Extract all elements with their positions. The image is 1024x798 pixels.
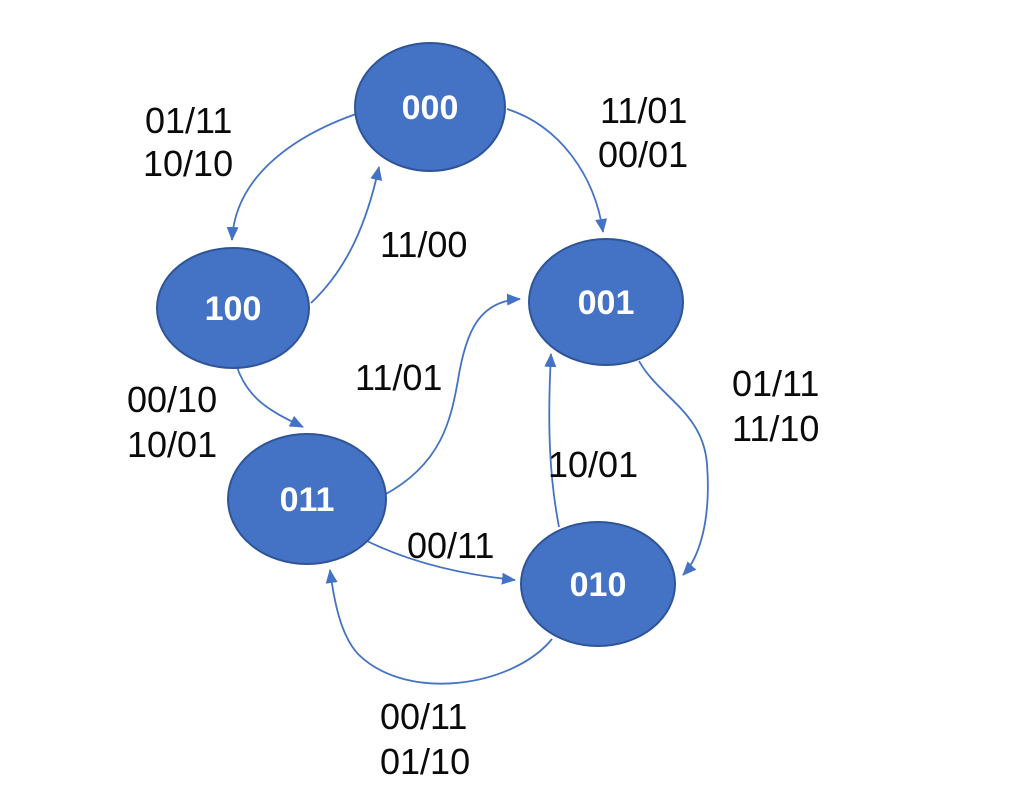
transition-edges: [226, 108, 709, 685]
state-100-ellipse: [156, 247, 310, 369]
state-010-ellipse: [520, 521, 676, 647]
label-011-010: 00/11: [407, 525, 494, 566]
state-000-label: 000: [402, 89, 459, 127]
state-010-label: 010: [570, 566, 627, 604]
transition-labels: 01/11 10/10 11/01 00/01 11/00 00/10 10/0…: [127, 90, 819, 782]
label-010-011-line1: 00/11: [380, 696, 467, 737]
edge-001-to-010: [638, 360, 709, 576]
state-011-label: 011: [280, 481, 335, 519]
edge-010-to-001: [544, 353, 560, 528]
label-100-011-line2: 10/01: [127, 424, 217, 465]
label-001-010-line2: 11/10: [732, 408, 819, 449]
state-nodes: 000 100 001 011 010: [156, 42, 684, 647]
edge-100-to-000: [310, 166, 383, 304]
edge-000-to-001: [506, 108, 608, 233]
label-001-010-line1: 01/11: [732, 363, 819, 404]
state-000: 000: [354, 42, 506, 172]
edge-011-to-010: [366, 540, 516, 585]
edge-100-to-011: [236, 366, 304, 428]
state-000-ellipse: [354, 42, 506, 172]
label-000-001-line1: 11/01: [600, 90, 687, 131]
edge-011-to-001: [383, 293, 521, 496]
state-001-label: 001: [578, 284, 635, 322]
label-100-000: 11/00: [380, 224, 467, 265]
label-000-100-line1: 01/11: [145, 100, 232, 141]
state-001-ellipse: [528, 238, 684, 366]
state-011: 011: [227, 433, 387, 565]
label-100-011-line1: 00/10: [127, 379, 217, 420]
edge-000-to-100: [226, 113, 357, 241]
state-011-ellipse: [227, 433, 387, 565]
label-000-001-line2: 00/01: [598, 134, 688, 175]
label-011-001: 11/01: [355, 357, 442, 398]
label-010-001: 10/01: [548, 444, 638, 485]
state-100: 100: [156, 247, 310, 369]
state-010: 010: [520, 521, 676, 647]
state-001: 001: [528, 238, 684, 366]
edge-010-to-011: [325, 569, 553, 685]
label-010-011-line2: 01/10: [380, 741, 470, 782]
state-100-label: 100: [205, 290, 262, 328]
label-000-100-line2: 10/10: [143, 143, 233, 184]
